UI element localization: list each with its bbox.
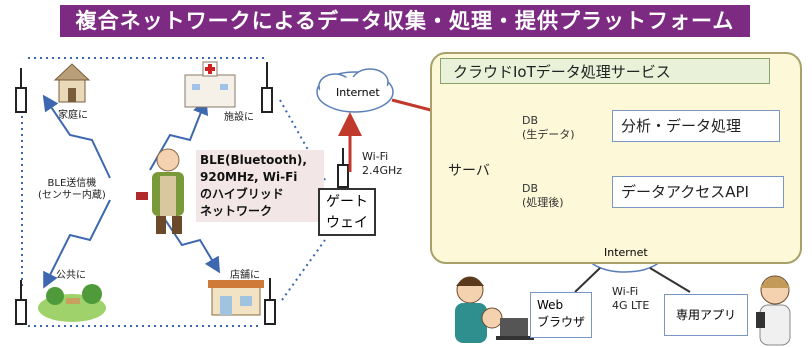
browser-line: ブラウザ	[537, 315, 586, 329]
facility-label: 施設に	[224, 112, 254, 123]
lte-label: 4G LTE	[612, 299, 650, 312]
antenna-icon	[15, 62, 349, 325]
page-title: 複合ネットワークによるデータ収集・処理・提供プラットフォーム	[60, 5, 750, 37]
db-label: DB	[522, 182, 539, 195]
wifi-24-label: Wi-Fi 2.4GHz	[362, 150, 402, 178]
data-access-api-box: データアクセスAPI	[612, 176, 784, 208]
gateway-box: ゲート ウェイ	[318, 188, 376, 236]
dedicated-app-box: 専用アプリ	[664, 294, 748, 336]
elderly-man-icon	[136, 148, 184, 234]
wifi-lte-label: Wi-Fi 4G LTE	[612, 285, 649, 313]
gateway-line: ゲート	[326, 194, 368, 210]
tech-line: 920MHz, Wi-Fi	[200, 170, 298, 184]
house-icon	[53, 63, 91, 103]
db-subtitle: (処理後)	[522, 196, 564, 209]
tech-line: ネットワーク	[200, 204, 273, 218]
public-label: 公共に	[56, 270, 86, 281]
db-label: DB	[522, 114, 539, 127]
wifi-band-label: 2.4GHz	[362, 164, 403, 177]
internet-cloud-upper	[316, 68, 394, 113]
user-with-phone-icon	[756, 275, 791, 346]
internet-lower-label: Internet	[604, 246, 648, 259]
wifi-label: Wi-Fi	[362, 150, 389, 163]
analysis-box: 分析・データ処理	[612, 110, 780, 142]
cloud-service-panel	[430, 52, 802, 264]
store-icon	[208, 280, 264, 316]
browser-line: Web	[537, 298, 564, 312]
ble-sender-label: BLE送信機 (センサー内蔵)	[38, 178, 106, 201]
gateway-line: ウェイ	[326, 215, 368, 231]
db-processed-label: DB (処理後)	[522, 182, 564, 210]
tech-line: BLE(Bluetooth),	[200, 153, 307, 167]
store-label: 店舗に	[230, 270, 260, 281]
wifi-label: Wi-Fi	[612, 285, 639, 298]
cloud-service-title: クラウドIoTデータ処理サービス	[440, 58, 770, 84]
park-icon	[38, 284, 106, 322]
db-raw-label: DB (生データ)	[522, 114, 575, 142]
tech-line: のハイブリッド	[200, 187, 284, 201]
dotted-network-links	[21, 57, 326, 327]
hospital-icon	[184, 61, 236, 108]
internet-upper-label: Internet	[336, 86, 380, 99]
server-label: サーバ	[448, 163, 490, 179]
web-browser-box: Web ブラウザ	[530, 292, 592, 338]
user-with-laptop-icon	[455, 276, 534, 343]
home-label: 家庭に	[58, 110, 88, 121]
db-subtitle: (生データ)	[522, 128, 575, 141]
client-links	[574, 267, 691, 293]
network-tech-text: BLE(Bluetooth), 920MHz, Wi-Fi のハイブリッド ネッ…	[196, 150, 324, 222]
signal-arrows	[42, 94, 221, 289]
